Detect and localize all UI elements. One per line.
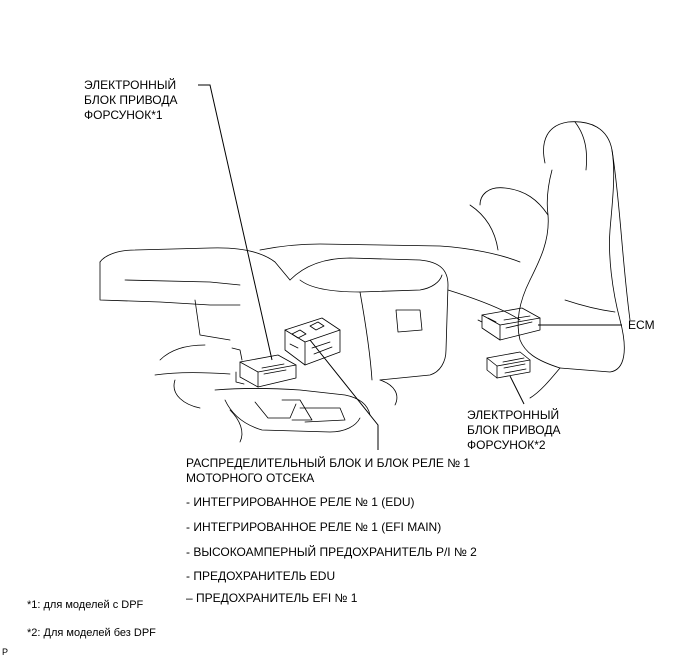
corner-mark: P [2, 647, 9, 657]
footnote-1: *1: для моделей с DPF [27, 599, 144, 611]
leader-edu2 [509, 375, 525, 405]
label-ecm: ECM [628, 318, 655, 332]
component-item: – ПРЕДОХРАНИТЕЛЬ EFI № 1 [186, 591, 358, 605]
label-edu1: ЭЛЕКТРОННЫЙ БЛОК ПРИВОДА ФОРСУНОК*1 [84, 78, 178, 122]
component-item: - ВЫСОКОАМПЕРНЫЙ ПРЕДОХРАНИТЕЛЬ P/I № 2 [186, 545, 477, 559]
seat-drawing [479, 121, 631, 399]
footnote-2: *2: Для моделей без DPF [27, 627, 156, 639]
component-item: - ИНТЕГРИРОВАННОЕ РЕЛЕ № 1 (EDU) [186, 495, 415, 509]
ecm-drawing [477, 307, 541, 341]
junction-block-drawing [284, 317, 341, 366]
leader-edu1 [198, 84, 273, 361]
component-item: - ПРЕДОХРАНИТЕЛЬ EDU [186, 569, 336, 583]
label-junction-block: РАСПРЕДЕЛИТЕЛЬНЫЙ БЛОК И БЛОК РЕЛЕ № 1 М… [186, 456, 471, 485]
edu2-drawing [486, 351, 531, 379]
component-item: - ИНТЕГРИРОВАННОЕ РЕЛЕ № 1 (EFI MAIN) [186, 520, 442, 534]
leader-junction [309, 339, 379, 450]
console-drawing [99, 204, 521, 443]
label-edu2: ЭЛЕКТРОННЫЙ БЛОК ПРИВОДА ФОРСУНОК*2 [467, 408, 561, 452]
edu1-drawing [231, 347, 297, 388]
